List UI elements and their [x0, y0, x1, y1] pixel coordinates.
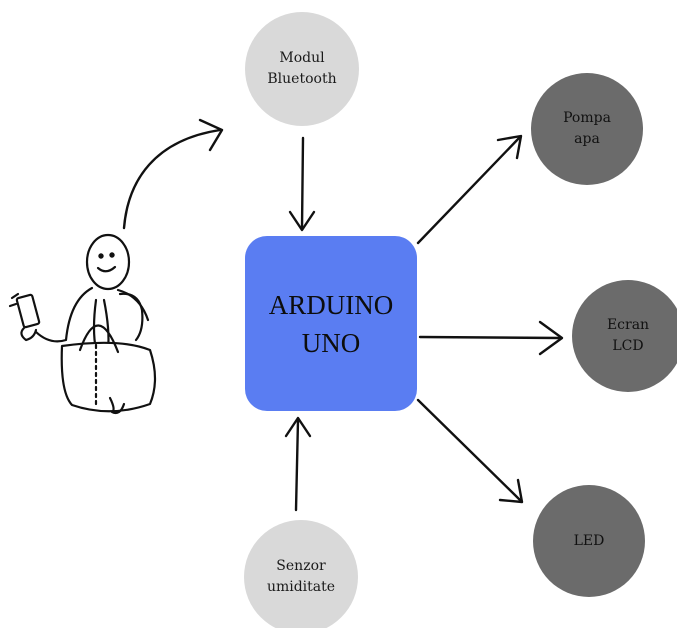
arduino-label-line1: ARDUINO: [268, 289, 394, 320]
lcd-screen-node: Ecran LCD: [572, 280, 677, 392]
arrowhead-bluetooth-to-arduino: [288, 210, 316, 232]
arrowhead-senzor-to-arduino: [284, 416, 312, 438]
arrowhead-person-to-bluetooth: [198, 118, 224, 152]
arrow-person-to-bluetooth: [122, 128, 222, 230]
humidity-sensor-node: Senzor umiditate: [244, 520, 358, 628]
arrow-arduino-to-pompa: [416, 135, 522, 245]
arrow-bluetooth-to-arduino: [300, 136, 305, 230]
arduino-label-line2: UNO: [301, 327, 361, 358]
arrowhead-arduino-to-pompa: [496, 134, 523, 160]
water-pump-node: Pompa apa: [531, 73, 643, 185]
senzor-label-line2: umiditate: [266, 579, 336, 595]
bluetooth-label-line1: Modul: [279, 50, 325, 66]
pompa-label-line2: apa: [574, 131, 600, 147]
bluetooth-label-line2: Bluetooth: [267, 71, 337, 87]
arrow-senzor-to-arduino: [294, 418, 300, 512]
arrow-arduino-to-led: [416, 398, 522, 502]
led-node: LED: [533, 485, 645, 597]
arrowhead-arduino-to-ecran: [538, 320, 564, 356]
ecran-label-line2: LCD: [612, 338, 644, 354]
arrow-arduino-to-ecran: [418, 335, 562, 340]
bluetooth-module-node: Modul Bluetooth: [245, 12, 359, 126]
arduino-uno-block: ARDUINO UNO: [245, 236, 417, 411]
pompa-label-line1: Pompa: [563, 110, 611, 126]
person-with-bag-illustration: [8, 233, 157, 415]
ecran-label-line1: Ecran: [606, 317, 650, 333]
arrowhead-arduino-to-led: [498, 478, 524, 504]
led-label: LED: [573, 532, 605, 549]
senzor-label-line1: Senzor: [276, 558, 326, 574]
